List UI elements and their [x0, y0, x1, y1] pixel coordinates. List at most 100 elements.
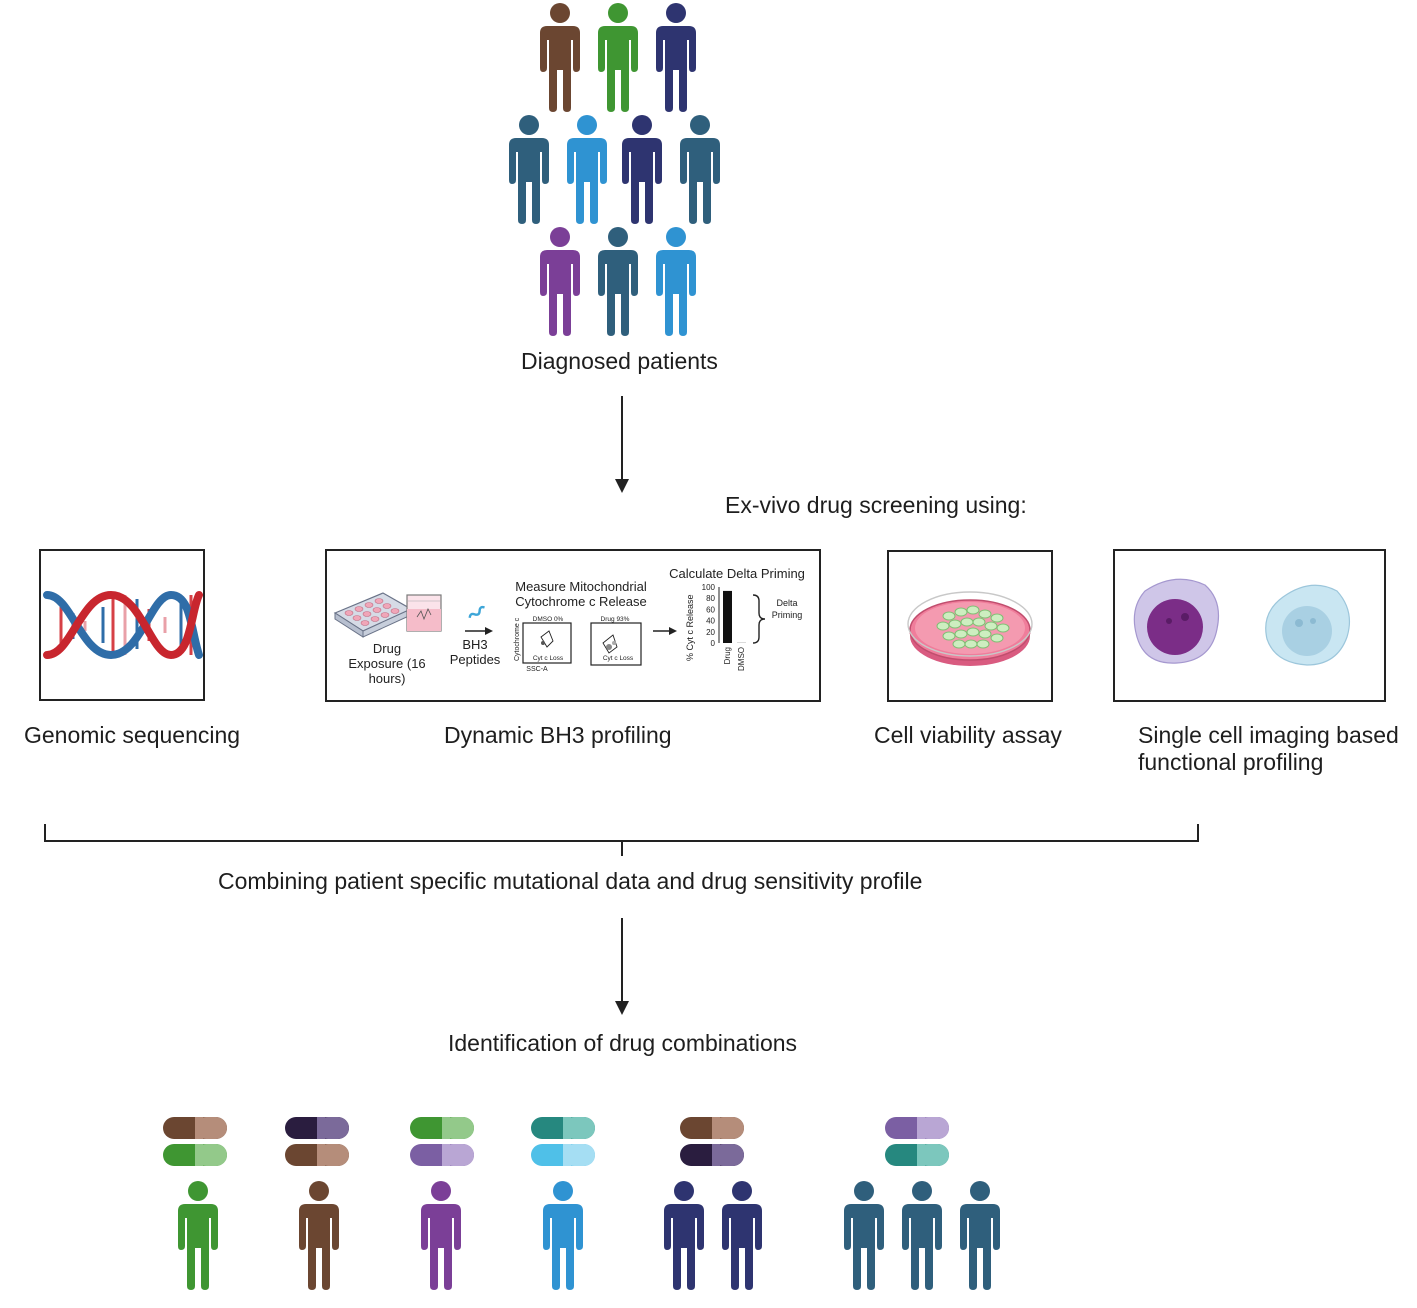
pill-icon: [285, 1117, 349, 1139]
measure-text-1: Measure Mitochondrial: [515, 579, 647, 594]
right-arrow-icon: [485, 627, 493, 635]
svg-text:Cyt c Loss: Cyt c Loss: [533, 655, 564, 662]
flask-icon: [406, 594, 442, 632]
patient-icon: [722, 1181, 762, 1290]
patient-icon: [509, 115, 549, 224]
patient-icon: [598, 227, 638, 336]
cell-colony-icon: [990, 613, 1004, 623]
drug-exposure-text-2: Exposure (16: [348, 656, 425, 671]
cell-colony-icon: [942, 631, 956, 641]
bar-axis-ticks: 100 80 60 40 20 0: [702, 583, 720, 648]
svg-text:Cyt c Loss: Cyt c Loss: [603, 655, 634, 662]
patient-icon: [656, 227, 696, 336]
drug-exposure-text-3: hours): [369, 671, 406, 686]
cell-colony-icon: [954, 629, 968, 639]
cell-colony-icon: [964, 639, 978, 649]
pill-icon: [531, 1117, 595, 1139]
bar-tick-label: 100: [702, 583, 716, 592]
cell-colony-icon: [942, 611, 956, 621]
pill-icon: [885, 1117, 949, 1139]
patient-icon: [543, 1181, 583, 1290]
cell-colony-icon: [948, 619, 962, 629]
genomic-sequencing-label: Genomic sequencing: [24, 722, 241, 748]
patient-icon: [540, 3, 580, 112]
bar-tick-label: 80: [706, 594, 715, 603]
down-arrow-icon: [615, 918, 629, 1015]
cell-colony-icon: [952, 639, 966, 649]
patient-icon: [960, 1181, 1000, 1290]
cell-viability-label: Cell viability assay: [874, 722, 1062, 748]
calc-delta-title: Calculate Delta Priming: [669, 566, 805, 581]
delta-text-1: Delta: [776, 598, 797, 608]
cell-colony-icon: [984, 621, 998, 631]
bh3-workflow: Drug Exposure (16 hours) BH3 Peptides Me…: [333, 566, 805, 686]
cell-colony-icon: [966, 627, 980, 637]
petri-dish-icon: [907, 591, 1033, 666]
cell-colony-icon: [972, 617, 986, 627]
measure-text-2: Cytochrome c Release: [515, 594, 647, 609]
pill-icon: [163, 1144, 227, 1166]
drug-exposure-text-1: Drug: [373, 641, 401, 656]
dna-helix-icon: [43, 590, 203, 660]
cell-colony-icon: [936, 621, 950, 631]
pill-icon: [410, 1144, 474, 1166]
bh3-profiling-panel: Drug Exposure (16 hours) BH3 Peptides Me…: [325, 549, 821, 702]
bar-category-label: DMSO: [737, 647, 746, 671]
bh3-peptides-text-1: BH3: [462, 637, 487, 652]
bar-category-label: Drug: [723, 647, 732, 664]
bar-tick-label: 60: [706, 605, 715, 614]
purple-cell-icon: [1133, 578, 1220, 664]
pill-icon: [285, 1144, 349, 1166]
patient-icon: [622, 115, 662, 224]
genomic-sequencing-panel: [39, 549, 205, 701]
pill-icon: [163, 1117, 227, 1139]
delta-text-2: Priming: [772, 610, 803, 620]
single-cell-imaging-label-1: Single cell imaging based: [1138, 722, 1399, 748]
drug-combinations-label: Identification of drug combinations: [448, 1030, 798, 1056]
combining-label: Combining patient specific mutational da…: [218, 868, 923, 894]
patient-icon: [680, 115, 720, 224]
cell-colony-icon: [976, 639, 990, 649]
patient-icon: [844, 1181, 884, 1290]
svg-text:Cytochrome c: Cytochrome c: [514, 617, 521, 661]
flow-plot-drug: Drug 93% Cyt c Loss: [590, 616, 642, 666]
cell-colony-icon: [996, 623, 1010, 633]
cell-colony-icon: [966, 605, 980, 615]
patient-icon: [421, 1181, 461, 1290]
patient-icon: [902, 1181, 942, 1290]
flow-plot-dmso: DMSO 0% Cyt c Loss Cytochrome c SSC-A: [514, 616, 572, 673]
bar-tick-label: 40: [706, 617, 715, 626]
cell-colony-icon: [978, 609, 992, 619]
pill-icon: [680, 1117, 744, 1139]
bar-drug: [723, 590, 732, 643]
cell-viability-panel: [887, 550, 1053, 702]
blue-cell-icon: [1265, 584, 1350, 666]
bh3-profiling-label: Dynamic BH3 profiling: [444, 722, 672, 748]
peptide-icon: [468, 605, 485, 618]
delta-bracket: [752, 594, 766, 644]
patient-icon: [540, 227, 580, 336]
right-arrow-icon: [669, 627, 677, 635]
screening-heading: Ex-vivo drug screening using:: [725, 492, 1027, 518]
bar-chart-marks: Drug DMSO: [723, 590, 746, 671]
pill-icon: [410, 1117, 474, 1139]
svg-text:SSC-A: SSC-A: [526, 666, 548, 673]
pill-icon: [531, 1144, 595, 1166]
bracket-connector: [44, 824, 1199, 856]
patient-icon: [567, 115, 607, 224]
single-cell-imaging-label-2: functional profiling: [1138, 749, 1324, 775]
well-plate-icon: [333, 592, 413, 638]
cell-colony-icon: [990, 633, 1004, 643]
down-arrow-icon: [615, 396, 629, 493]
cell-colony-icon: [954, 607, 968, 617]
patient-icon: [598, 3, 638, 112]
bh3-peptides-text-2: Peptides: [450, 652, 501, 667]
bar-tick-label: 0: [711, 639, 716, 648]
cell-colony-icon: [960, 617, 974, 627]
bar-tick-label: 20: [706, 628, 715, 637]
bar-ylabel: % Cyt c Release: [685, 594, 695, 661]
pill-icon: [885, 1144, 949, 1166]
pill-icon: [680, 1144, 744, 1166]
patient-icon: [299, 1181, 339, 1290]
